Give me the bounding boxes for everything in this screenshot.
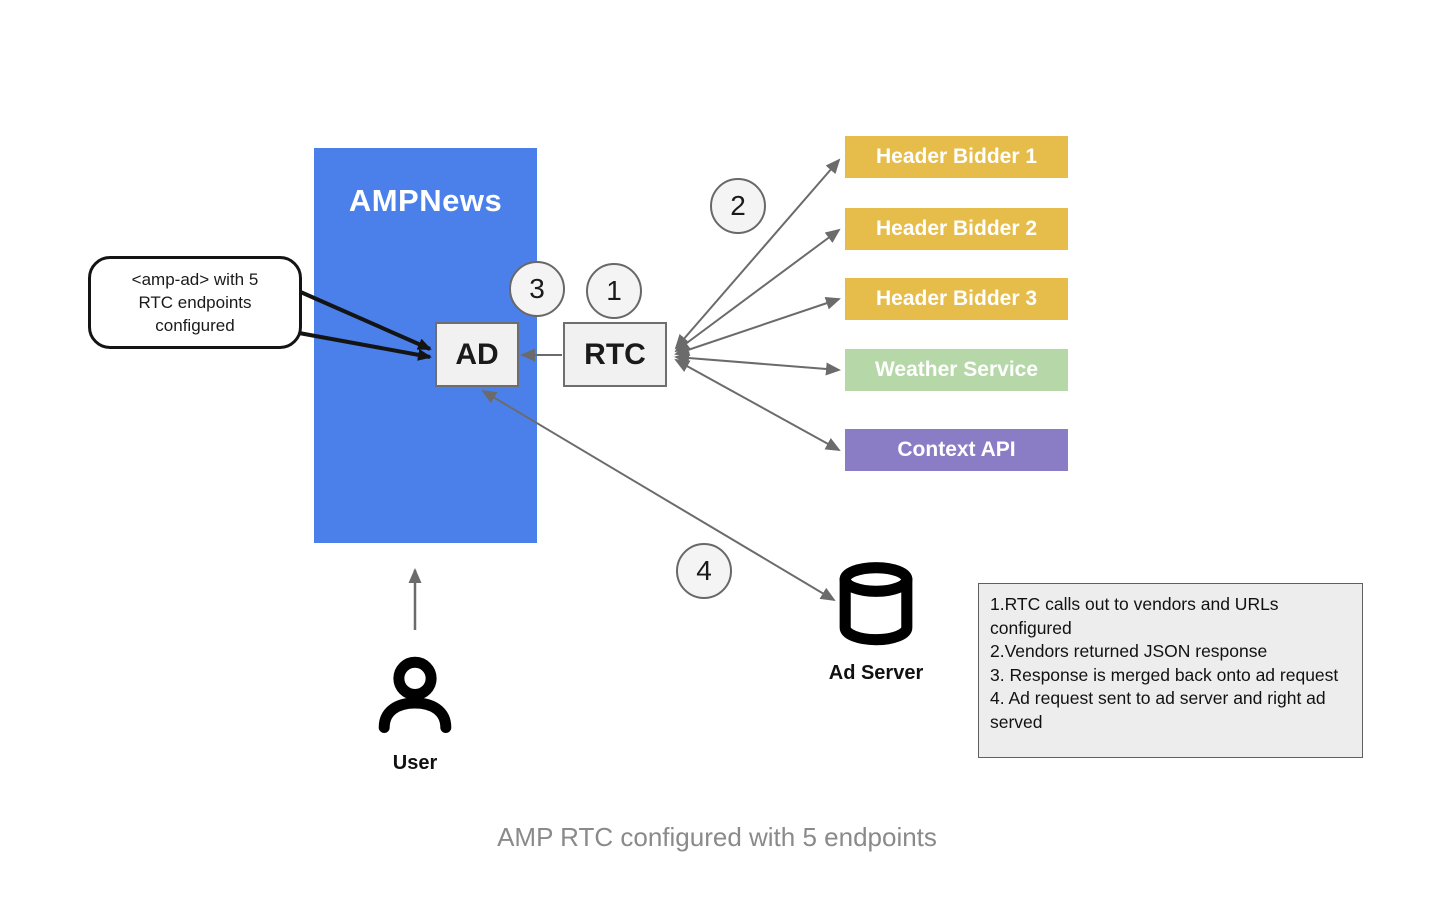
rtc-box: RTC xyxy=(563,322,667,387)
endpoint-header-bidder-3: Header Bidder 3 xyxy=(845,278,1068,320)
arrow-rtc-endpoint-3 xyxy=(674,296,841,357)
endpoint-header-bidder-1: Header Bidder 1 xyxy=(845,136,1068,178)
notes-box: 1.RTC calls out to vendors and URLs conf… xyxy=(978,583,1363,758)
database-cylinder-icon xyxy=(833,556,919,656)
endpoint-weather-service: Weather Service xyxy=(845,349,1068,391)
ad-box: AD xyxy=(435,322,519,387)
callout-pointer-line-1 xyxy=(295,288,432,351)
step-circle-4: 4 xyxy=(676,543,732,599)
person-icon xyxy=(371,646,459,746)
callout-line-3: configured xyxy=(155,316,235,335)
step-circle-2: 2 xyxy=(710,178,766,234)
callout-pointer-line-2 xyxy=(298,331,432,361)
callout-bubble: <amp-ad> with 5 RTC endpoints configured xyxy=(88,256,302,349)
endpoint-context-api: Context API xyxy=(845,429,1068,471)
ad-server-label: Ad Server xyxy=(828,662,924,684)
step-circle-3: 3 xyxy=(509,261,565,317)
arrow-rtc-endpoint-2 xyxy=(674,228,841,353)
arrow-rtc-endpoint-4 xyxy=(674,351,841,376)
amp-page-title: AMPNews xyxy=(348,183,503,218)
arrow-rtc-endpoint-5 xyxy=(674,359,841,451)
note-step-2: 2.Vendors returned JSON response xyxy=(990,641,1268,661)
note-step-3: 3. Response is merged back onto ad reque… xyxy=(990,664,1339,685)
user-label: User xyxy=(392,752,438,774)
endpoint-header-bidder-2: Header Bidder 2 xyxy=(845,208,1068,250)
step-circle-1: 1 xyxy=(586,263,642,319)
callout-line-1: <amp-ad> with 5 xyxy=(131,270,259,289)
note-step-4: 4. Ad request sent to ad server and righ… xyxy=(990,688,1326,732)
caption: AMP RTC configured with 5 endpoints xyxy=(497,822,937,852)
note-step-1: 1.RTC calls out to vendors and URLs conf… xyxy=(990,594,1279,638)
arrow-ad-adserver xyxy=(481,389,836,602)
callout-line-2: RTC endpoints xyxy=(138,293,252,312)
